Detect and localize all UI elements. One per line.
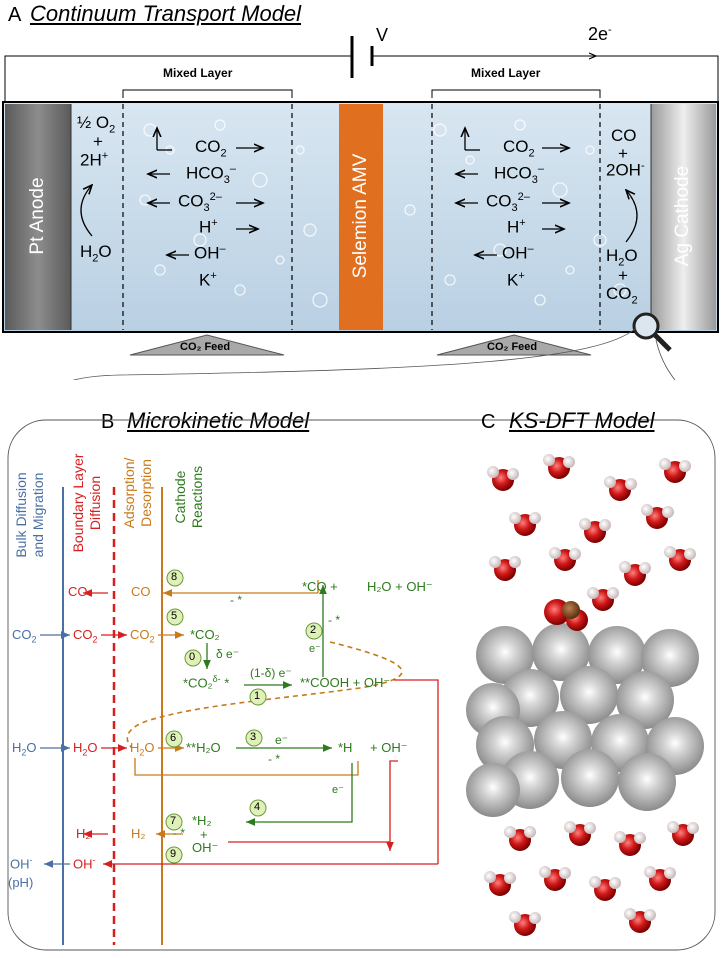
anode-plus: + [93, 132, 103, 151]
bulk-co2: CO2 [12, 627, 37, 645]
step-0: 0 [189, 651, 196, 663]
ads-h2: H₂ [131, 826, 146, 841]
species-oh-left: OH– [194, 243, 226, 263]
bl-oh: OH- [73, 855, 96, 872]
step-6: 6 [170, 732, 177, 744]
minus-star-step3: - * [268, 752, 280, 766]
voltage-label: V [376, 25, 389, 45]
anode-h2o: H2O [80, 242, 112, 265]
step-4: 4 [254, 801, 261, 813]
e-step4: e⁻ [332, 784, 344, 796]
panel-a-figure [2, 36, 719, 380]
panel-b-letter: B [101, 411, 115, 433]
star-co: *CO + [302, 579, 338, 594]
minus-star-co: - * [230, 593, 242, 607]
mixed-layer-left-label: Mixed Layer [163, 66, 233, 80]
co2-delta: *CO₂δ- * [183, 674, 230, 691]
oh-h2: OH⁻ [192, 840, 219, 855]
water-top [487, 454, 696, 611]
ads-co2: CO2 [130, 627, 155, 645]
cathode-h2o: H2O [606, 246, 638, 269]
bulk-ph: (pH) [8, 875, 34, 890]
plus-oh: + OH⁻ [370, 740, 408, 755]
cathode-co: CO [611, 126, 637, 145]
membrane [339, 104, 383, 330]
feed-right-label: CO₂ Feed [487, 341, 538, 353]
bulk-oh: OH- [10, 855, 33, 872]
minus-star-step2: - * [328, 613, 340, 627]
delta-e: δ e⁻ [216, 647, 240, 661]
panel-b-title: Microkinetic Model [127, 408, 310, 433]
feed-left-label: CO₂ Feed [180, 341, 231, 353]
anode-label: Pt Anode [27, 177, 48, 255]
star-star-h2o: **H₂O [186, 740, 221, 755]
star-h2: *H₂ [192, 813, 212, 828]
plus-h2: + [200, 827, 208, 842]
pt-anode [5, 104, 71, 330]
minus-star-step7: - * [173, 826, 185, 840]
panel-a-title: Continuum Transport Model [30, 1, 302, 26]
cooh: **COOH + OH⁻ [300, 675, 391, 690]
step-3: 3 [250, 731, 257, 743]
bl-h2o: H2O [73, 740, 98, 758]
species-h-left: H+ [199, 217, 218, 237]
step-8: 8 [171, 571, 178, 583]
one-minus-delta: (1-δ) e⁻ [250, 666, 292, 680]
cathode-label: Ag Cathode [672, 165, 693, 267]
e-step2: e⁻ [309, 643, 321, 655]
membrane-label: Selemion AMV [350, 153, 371, 279]
h2o-oh: H₂O + OH⁻ [367, 579, 433, 594]
ag-cathode [651, 104, 716, 330]
e-step3: e⁻ [275, 733, 289, 747]
panel-c-letter: C [481, 411, 496, 433]
magnifier-icon [632, 312, 672, 352]
step-9: 9 [170, 848, 177, 860]
species-hco3-left: HCO3– [186, 163, 237, 187]
step-7: 7 [170, 815, 177, 827]
step-1: 1 [254, 690, 261, 702]
ads-h2o: H2O [130, 740, 155, 758]
species-co3-right: CO32– [486, 191, 530, 215]
silver-slab [466, 623, 704, 817]
cathode-co2: CO2 [606, 284, 638, 307]
species-co2-left: CO2 [195, 137, 227, 160]
bl-h2: H₂ [76, 826, 91, 841]
step-5: 5 [171, 610, 178, 622]
ksdft-model [466, 454, 704, 936]
panel-a-letter: A [8, 4, 22, 26]
star-co2: *CO₂ [190, 627, 220, 642]
cathode-plus2: + [618, 266, 628, 285]
bl-co2: CO2 [73, 627, 98, 645]
species-k-left: K+ [199, 270, 217, 290]
cathode-2oh: 2OH- [606, 160, 645, 180]
ads-co: CO [131, 584, 151, 599]
species-hco3-right: HCO3– [494, 163, 545, 187]
mixed-layer-right-label: Mixed Layer [471, 66, 541, 80]
anode-o2: ½ O2 [77, 113, 116, 136]
species-co3-left: CO32– [178, 191, 222, 215]
anode-2h: 2H+ [80, 150, 109, 170]
species-oh-right: OH– [502, 243, 534, 263]
panel-b-figure [7, 419, 716, 951]
species-co2-right: CO2 [503, 137, 535, 160]
water-bottom [484, 821, 699, 936]
species-k-right: K+ [507, 270, 525, 290]
panel-c-title: KS-DFT Model [509, 408, 655, 433]
bulk-h2o: H2O [12, 740, 37, 758]
step-2: 2 [310, 624, 317, 636]
species-h-right: H+ [507, 217, 526, 237]
star-h: *H [338, 740, 353, 755]
cathode-plus1: + [618, 144, 628, 163]
bl-co: CO [68, 584, 88, 599]
electron-label: 2e- [588, 24, 612, 44]
